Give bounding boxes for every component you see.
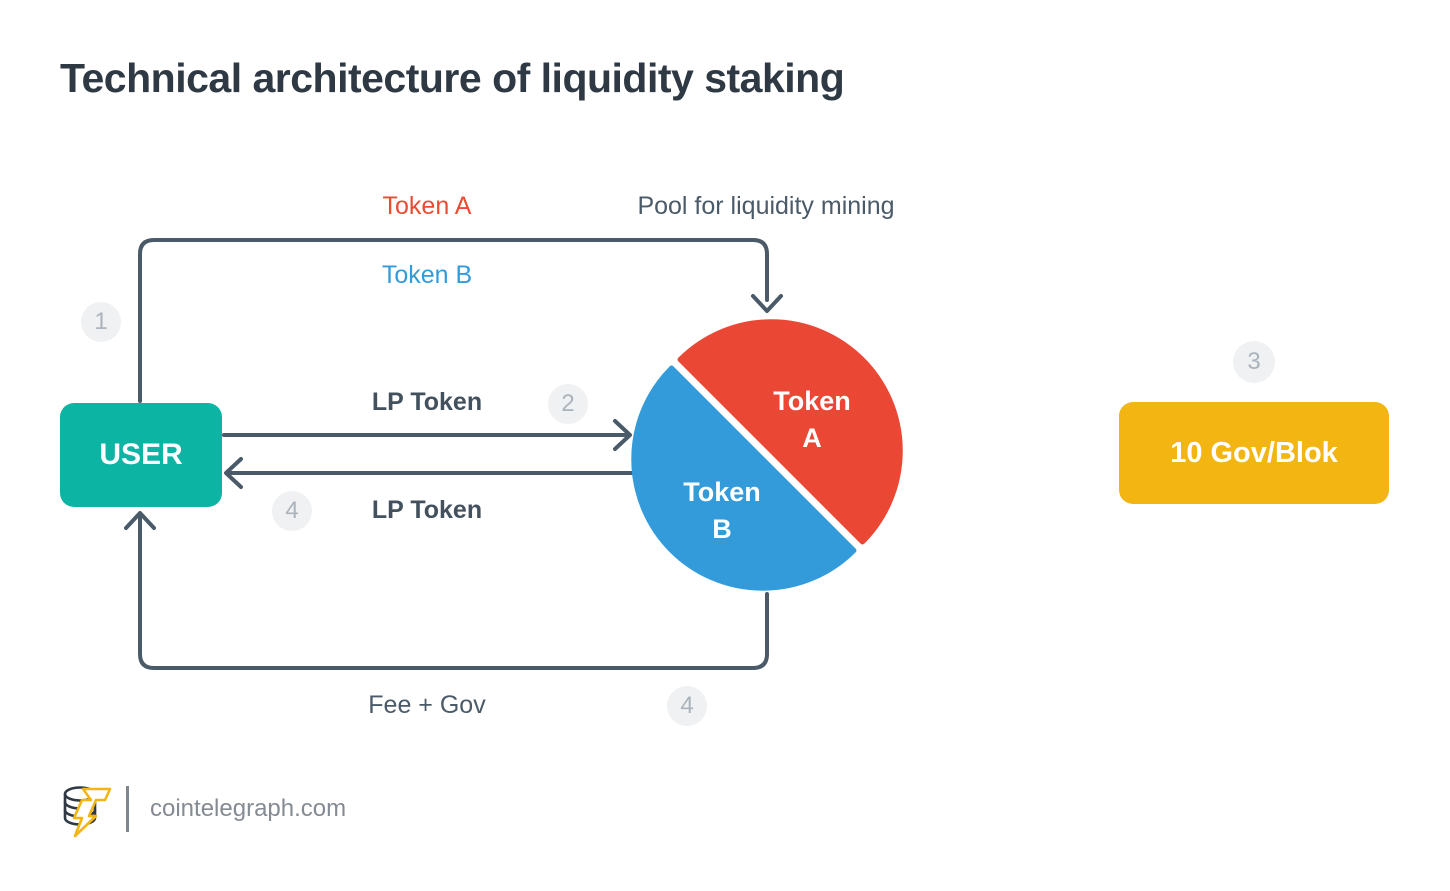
arrowhead-to-pool-icon <box>613 419 632 451</box>
label-pool-caption: Pool for liquidity mining <box>637 192 895 220</box>
pool-token-b-line2: B <box>712 514 732 544</box>
user-node: USER <box>60 403 222 507</box>
label-fee-gov: Fee + Gov <box>368 691 486 719</box>
label-lp-token-out: LP Token <box>371 496 483 524</box>
pool-token-a-line1: Token <box>773 386 851 416</box>
page-title: Technical architecture of liquidity stak… <box>60 55 845 101</box>
pool-slice-token-a <box>677 319 903 545</box>
flow-top-loop-user-to-pool <box>138 238 769 403</box>
footer-divider <box>126 786 129 832</box>
liquidity-pool-pie <box>631 319 903 591</box>
pool-token-b-text: Token B <box>642 474 802 548</box>
pool-token-a-line2: A <box>802 423 822 453</box>
step-badge-2: 2 <box>548 384 588 424</box>
arrowhead-into-user-icon <box>124 511 156 530</box>
label-token-a: Token A <box>382 192 472 220</box>
arrowhead-to-user-icon <box>224 457 243 489</box>
flow-bottom-loop-pool-to-user <box>138 513 769 670</box>
step-badge-3: 3 <box>1233 341 1275 383</box>
step-badge-4-fee: 4 <box>667 686 707 726</box>
cointelegraph-logo-icon <box>63 786 112 838</box>
pool-token-b-line1: Token <box>683 477 761 507</box>
step-badge-4-lp: 4 <box>272 491 312 531</box>
arrowhead-into-pool-icon <box>751 294 783 313</box>
label-token-b: Token B <box>381 261 473 289</box>
step-badge-1: 1 <box>81 302 121 342</box>
pool-slice-token-b <box>631 365 857 591</box>
pool-token-a-text: Token A <box>732 383 892 457</box>
label-lp-token-in: LP Token <box>371 388 483 416</box>
footer-site-text: cointelegraph.com <box>150 795 347 822</box>
reward-node: 10 Gov/Blok <box>1119 402 1389 504</box>
